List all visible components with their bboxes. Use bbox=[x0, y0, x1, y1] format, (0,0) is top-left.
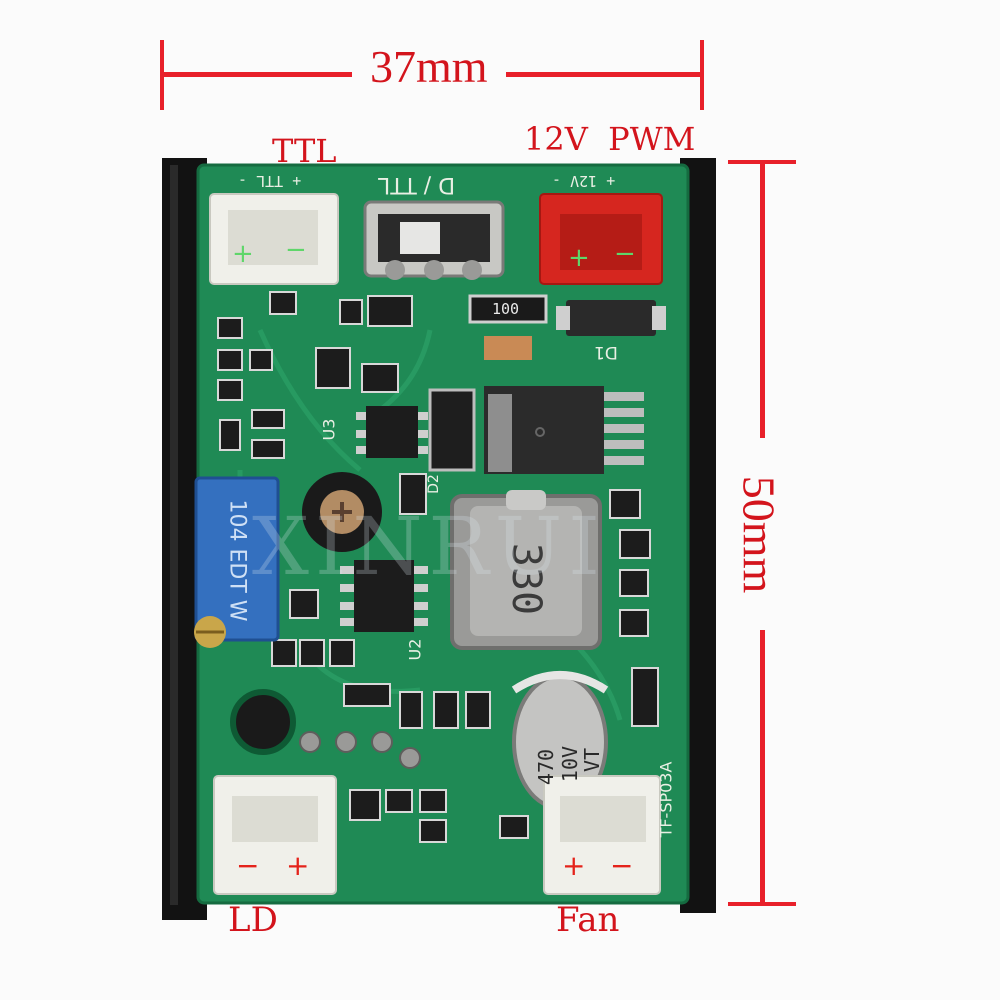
silk-cap-470: 470 bbox=[534, 748, 559, 786]
silk-u3: U3 bbox=[319, 418, 339, 441]
silk-cap-vt: VT bbox=[580, 747, 605, 773]
diode-d2 bbox=[428, 388, 476, 472]
svg-text:+: + bbox=[286, 849, 309, 882]
watermark: XINRUI bbox=[252, 500, 606, 593]
silk-resistor-100: 100 bbox=[492, 300, 520, 318]
silk-d2: D2 bbox=[425, 474, 442, 494]
resistor-100 bbox=[468, 294, 548, 324]
width-arrow-right-cap bbox=[700, 40, 704, 110]
label-ld: LD bbox=[228, 900, 278, 940]
label-12v-pwm: 12V PWM bbox=[524, 120, 696, 158]
label-fan: Fan bbox=[556, 900, 620, 940]
silk-switch: D / TTL bbox=[378, 172, 456, 197]
ic-u3 bbox=[366, 406, 418, 458]
trimpot bbox=[194, 476, 280, 642]
silk-ttl-pins: + TTL - bbox=[238, 172, 302, 190]
svg-text:−: − bbox=[285, 235, 307, 265]
height-line-top bbox=[760, 162, 765, 438]
silk-u2: U2 bbox=[405, 638, 425, 661]
svg-text:+: + bbox=[568, 243, 590, 273]
width-label: 37mm bbox=[370, 41, 488, 92]
svg-text:+: + bbox=[562, 849, 585, 882]
ic-u2 bbox=[354, 560, 414, 632]
svg-text:−: − bbox=[614, 239, 636, 269]
svg-text:+: + bbox=[232, 239, 254, 269]
silk-cap-10v: 10V bbox=[558, 745, 583, 783]
mount-hole bbox=[230, 689, 296, 755]
height-label: 50mm bbox=[733, 475, 785, 594]
silk-board-id: TF-SP03A bbox=[656, 761, 676, 838]
label-ttl: TTL bbox=[272, 132, 337, 170]
width-line-right bbox=[506, 72, 702, 77]
silk-trimpot: 104 EDT W bbox=[224, 499, 250, 622]
silk-d1: D1 bbox=[594, 342, 618, 362]
silk-pwm-pins: + 12V - bbox=[552, 172, 616, 190]
diode-d1 bbox=[566, 300, 656, 336]
height-line-bottom bbox=[760, 630, 765, 904]
svg-text:−: − bbox=[610, 849, 633, 882]
svg-text:−: − bbox=[236, 849, 259, 882]
height-arrow-bottom-cap bbox=[728, 902, 796, 906]
width-line-left bbox=[162, 72, 352, 77]
